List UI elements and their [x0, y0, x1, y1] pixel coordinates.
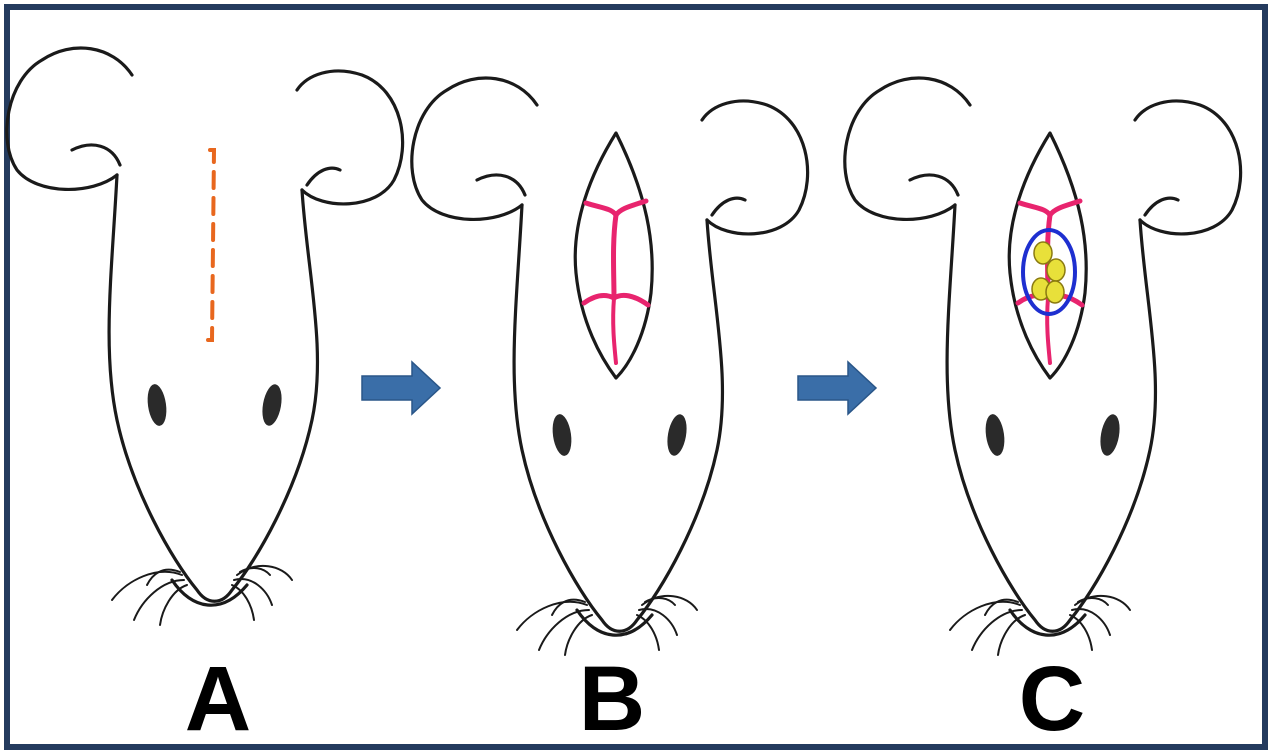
mouse-head-a — [7, 48, 403, 625]
right-arrow-icon — [798, 362, 876, 414]
panel-label-b: B — [579, 648, 645, 750]
opened-skin-window — [575, 133, 652, 378]
panel-c — [845, 78, 1241, 655]
right-arrow-icon — [362, 362, 440, 414]
panel-label-c: C — [1019, 648, 1085, 750]
incision-line — [206, 150, 214, 340]
panel-b — [412, 78, 808, 655]
panel-a — [7, 48, 403, 625]
panel-label-a: A — [185, 648, 251, 750]
